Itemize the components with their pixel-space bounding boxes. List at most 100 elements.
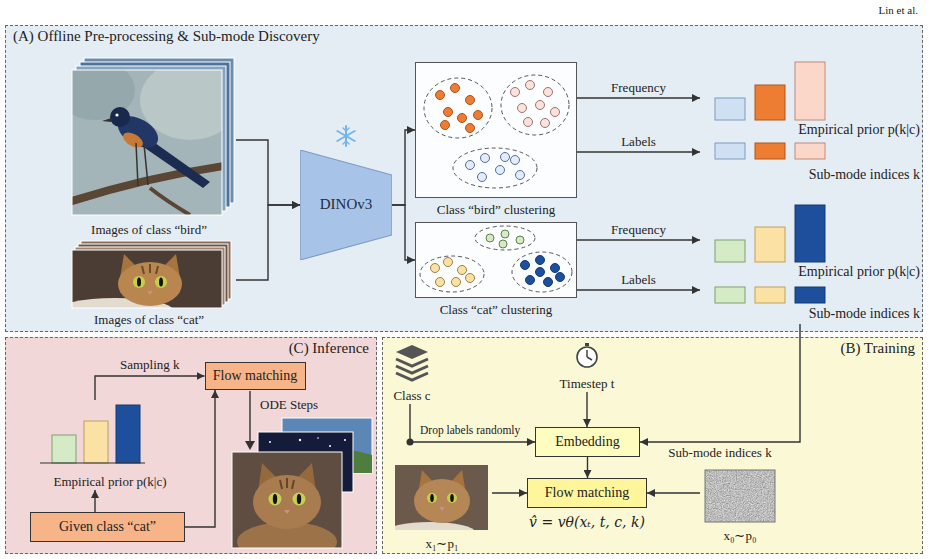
panel-region: (B) TrainingClass cTimestep tEmbeddingFl… (382, 337, 923, 554)
generated-image-stack (273, 494, 277, 504)
cat-clusters (536, 256, 545, 265)
generated-image-stack (329, 445, 331, 447)
node-text: Empirical prior p(k|c) (798, 264, 920, 280)
connector (492, 492, 527, 493)
bird-clusters (544, 88, 553, 97)
cat-clusters (536, 268, 545, 277)
connector (392, 205, 415, 260)
connector (586, 392, 587, 427)
panel-region: (C) InferenceFlow matchingEmpirical prio… (5, 337, 377, 554)
connector (95, 376, 205, 400)
bird-photo-stack (55, 58, 240, 215)
node-text: x₁∼p₁ (425, 537, 458, 552)
bird-clusters (496, 166, 505, 175)
generated-image-stack (280, 478, 294, 489)
formula: v̂ = vθ(xₜ, t, c, k) (527, 514, 647, 530)
cat-clusters (431, 258, 475, 287)
generated-image-stack (293, 493, 306, 506)
training-image (430, 494, 434, 502)
cat-clusters (486, 230, 524, 248)
prior-chart: Empirical prior p(k|c) (35, 400, 185, 490)
node-text: DINOv3 (320, 196, 373, 213)
cat-photo-stack (155, 276, 167, 288)
bird-clusters (526, 81, 535, 90)
connector (587, 457, 588, 478)
cat-clusters (521, 261, 530, 270)
step-label: ODE Steps (258, 398, 320, 413)
panel-grounds (5, 337, 377, 554)
training-image (439, 507, 445, 511)
training-image (385, 465, 488, 542)
cat-clusters (501, 230, 509, 238)
cat-photo-stack (72, 250, 222, 308)
cat-clusters (420, 226, 572, 292)
bird-prior-bars (755, 85, 785, 120)
bird-clusters (451, 84, 460, 93)
bird-clusters (458, 114, 467, 123)
node-text: Class “cat” clustering (440, 303, 553, 318)
panel-grounds (415, 62, 577, 198)
connector (392, 130, 415, 205)
cat-index-strip (715, 287, 825, 303)
bird-clusters (501, 153, 510, 162)
cat-clusters (466, 274, 475, 283)
class-stack-icon (396, 359, 428, 366)
ode-arrow (249, 391, 250, 443)
clock-icon (587, 350, 592, 360)
bird-index-strip (755, 143, 785, 159)
index-strip: Sub-mode indices k (700, 140, 920, 185)
trapezoid-outline (300, 150, 392, 260)
bird-clusters (444, 108, 453, 117)
connector (236, 140, 300, 205)
generated-image-stack (269, 441, 271, 443)
bird-photo-stack (115, 113, 118, 116)
cat-clusters (556, 273, 565, 282)
connector (577, 151, 700, 152)
bird-photo-stack (120, 129, 145, 150)
node-text: Images of class “bird” (91, 223, 207, 238)
running-header: Lin et al. (877, 4, 920, 17)
class-stack-icon (396, 373, 428, 380)
bird-photo-stack (136, 143, 148, 186)
edge-label: Drop labels randomly (418, 424, 522, 437)
cat-prior-bars (715, 240, 745, 262)
panel-grounds (5, 25, 923, 332)
generated-image-stack (344, 439, 346, 441)
cat-clusters (420, 256, 484, 292)
training-image (414, 479, 470, 523)
generated-image-stack (232, 452, 342, 548)
node-text: Sub-mode indices k (809, 306, 920, 322)
image-stack: Images of class “cat” (62, 240, 236, 328)
node-text: Flow matching (213, 368, 297, 384)
connector (94, 490, 95, 512)
class-stack-icon (396, 345, 428, 359)
bird-clusters (424, 78, 492, 138)
bird-clusters (518, 104, 527, 113)
cat-clusters (516, 236, 524, 244)
bird-clusters (441, 121, 450, 130)
node-text: Timestep t (560, 377, 615, 392)
cluster-frame (415, 62, 577, 198)
bird-photo-stack (102, 118, 111, 122)
bird-clusters (453, 148, 537, 188)
connector (185, 390, 215, 527)
panel-grounds (382, 337, 923, 554)
edge-label: Labels (619, 135, 658, 150)
generated-image-stack (269, 493, 282, 506)
bird-clusters (478, 173, 487, 182)
bird-index-strip (795, 143, 825, 159)
training-image (427, 493, 437, 503)
connector (236, 205, 300, 280)
process-box: Flow matching (205, 362, 306, 390)
panel-title: (C) Inference (13, 340, 369, 357)
index-strip: Sub-mode indices k (700, 284, 920, 324)
connector (647, 492, 700, 493)
bird-photo-stack (72, 70, 222, 215)
cat-clusters (444, 258, 453, 267)
panel-title: (A) Offline Pre-processing & Sub-mode Di… (13, 28, 915, 45)
training-image (450, 494, 454, 502)
bird-index-strip (715, 143, 825, 159)
ode-arrow (245, 441, 255, 450)
noise-image (705, 470, 775, 522)
